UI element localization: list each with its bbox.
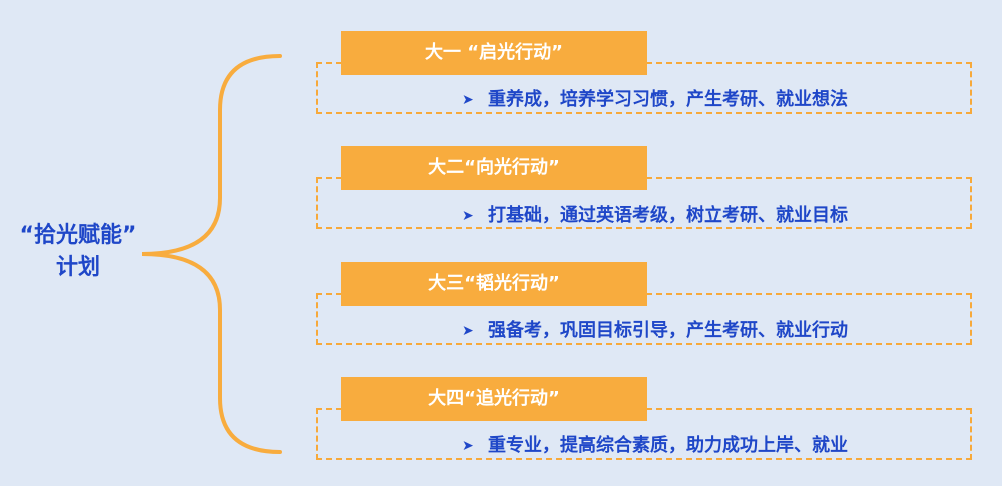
stage-description: ➤ 重养成，培养学习习惯，产生考研、就业想法 xyxy=(462,87,848,113)
stage-label: 大三“韬光行动” xyxy=(341,262,647,306)
stage-label: 大二“向光行动” xyxy=(341,146,647,190)
arrow-bullet-icon: ➤ xyxy=(462,208,474,224)
stage-description: ➤ 打基础，通过英语考级，树立考研、就业目标 xyxy=(462,203,848,229)
stage-description-text: 重专业，提高综合素质，助力成功上岸、就业 xyxy=(488,435,848,456)
arrow-bullet-icon: ➤ xyxy=(462,92,474,108)
stage-description: ➤ 强备考，巩固目标引导，产生考研、就业行动 xyxy=(462,318,848,344)
stage-label: 大一 “启光行动” xyxy=(341,31,647,75)
stage-description-text: 强备考，巩固目标引导，产生考研、就业行动 xyxy=(488,320,848,341)
stage-description-text: 打基础，通过英语考级，树立考研、就业目标 xyxy=(488,205,848,226)
plan-title: “拾光赋能” 计划 xyxy=(8,220,148,284)
stage-description: ➤ 重专业，提高综合素质，助力成功上岸、就业 xyxy=(462,433,848,459)
arrow-bullet-icon: ➤ xyxy=(462,438,474,454)
arrow-bullet-icon: ➤ xyxy=(462,323,474,339)
plan-title-line2: 计划 xyxy=(55,255,100,280)
stage-description-text: 重养成，培养学习习惯，产生考研、就业想法 xyxy=(488,89,848,110)
stage-label: 大四“追光行动” xyxy=(341,377,647,421)
plan-title-line1: “拾光赋能” xyxy=(19,223,137,248)
